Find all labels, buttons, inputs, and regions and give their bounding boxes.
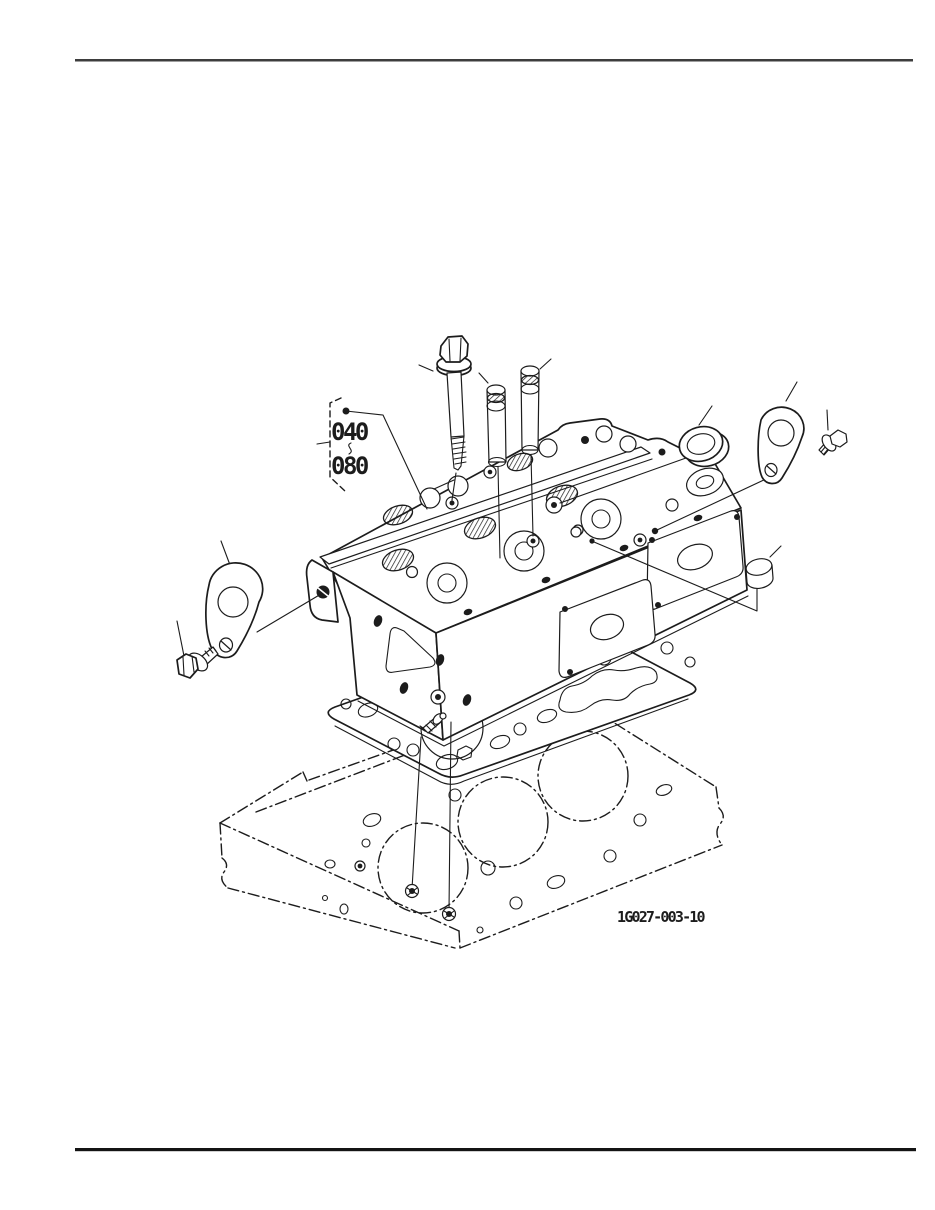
head-stud [404,712,457,922]
lifting-eye-left [205,540,322,659]
valve-guide-tall [520,358,552,537]
range-squiggle [348,442,352,455]
eye-bolt-right [818,409,848,456]
bottom-rule [75,1148,916,1152]
cap-plug [559,405,730,504]
cylinder-head [305,418,749,747]
top-rule [75,59,913,62]
ref-number-top: 040 [331,418,369,446]
figure-code: 1G027-003-10 [617,908,706,926]
eye-bolt-left [176,620,219,679]
callout-040-080: 040 080 [316,397,428,510]
ref-number-bottom: 080 [331,452,369,480]
cup-plug [589,538,782,612]
valve-guide-short [478,372,507,559]
head-bolt [418,335,472,501]
lifting-eye-right [656,381,805,531]
